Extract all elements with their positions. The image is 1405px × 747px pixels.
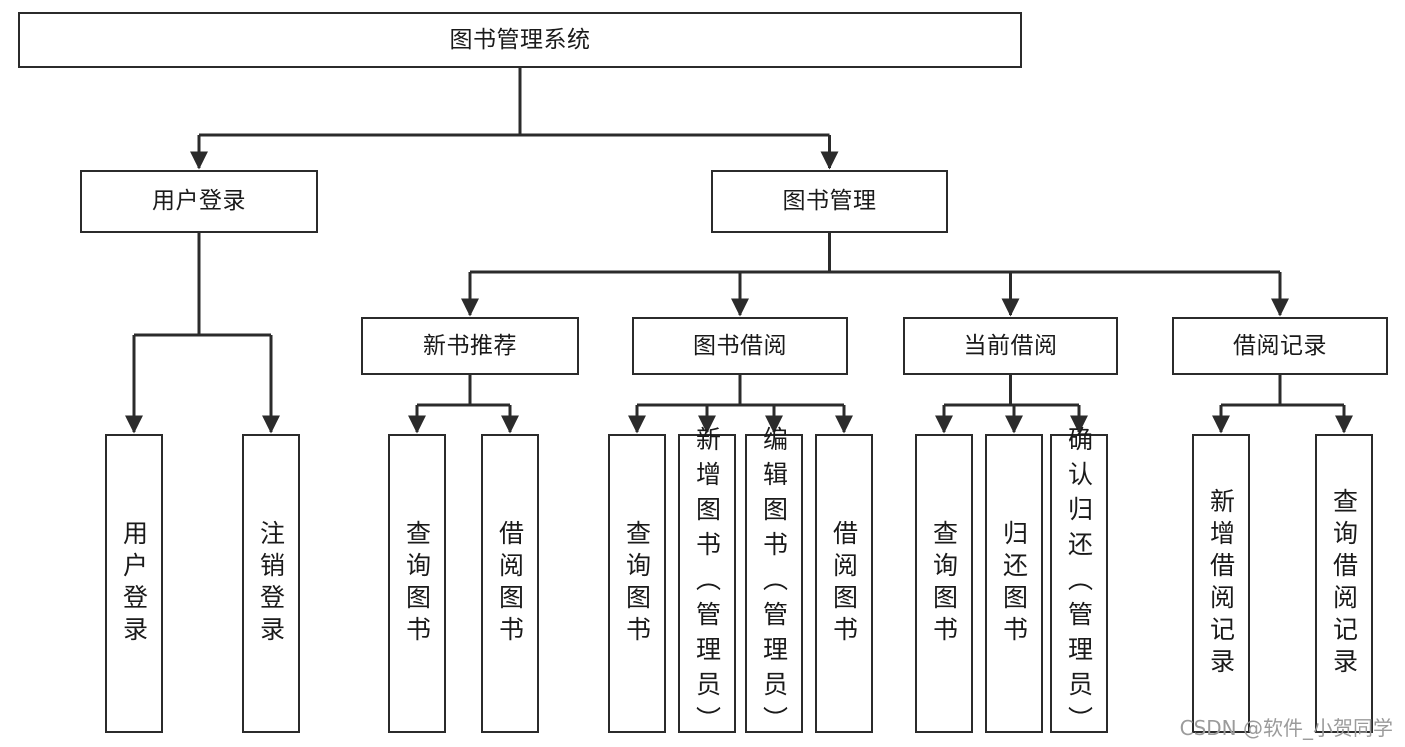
node-label: 确认归还（管理员） (1064, 426, 1094, 741)
node-leaf-user-login[interactable]: 用户登录 (105, 434, 163, 733)
node-label: 新书推荐 (423, 332, 517, 359)
node-user-login[interactable]: 用户登录 (80, 170, 318, 233)
node-label: 编辑图书（管理员） (759, 426, 789, 741)
node-root[interactable]: 图书管理系统 (18, 12, 1022, 68)
node-current-borrow[interactable]: 当前借阅 (903, 317, 1118, 375)
node-book-manage[interactable]: 图书管理 (711, 170, 948, 233)
node-label: 借阅图书 (829, 519, 859, 648)
node-label: 图书管理 (782, 188, 877, 214)
node-borrow-record[interactable]: 借阅记录 (1172, 317, 1388, 375)
node-label: 用户登录 (119, 519, 149, 648)
node-label: 用户登录 (152, 188, 246, 214)
node-leaf-return-book[interactable]: 归还图书 (985, 434, 1043, 733)
node-leaf-confirm-ret[interactable]: 确认归还（管理员） (1050, 426, 1108, 741)
node-label: 查询图书 (622, 519, 652, 648)
watermark-text: CSDN @软件_小贺同学 (1179, 716, 1393, 740)
node-leaf-user-logout[interactable]: 注销登录 (242, 434, 300, 733)
node-label: 图书借阅 (693, 332, 787, 359)
node-new-book-rec[interactable]: 新书推荐 (361, 317, 579, 375)
node-leaf-borrow-book-2[interactable]: 借阅图书 (815, 434, 873, 733)
node-label: 查询图书 (929, 519, 959, 648)
node-label: 查询图书 (402, 519, 432, 648)
node-label: 借阅记录 (1233, 332, 1327, 359)
node-label: 新增借阅记录 (1206, 487, 1236, 680)
node-label: 借阅图书 (495, 519, 525, 648)
node-label: 新增图书（管理员） (692, 426, 722, 741)
node-leaf-add-record[interactable]: 新增借阅记录 (1192, 434, 1250, 733)
node-label: 归还图书 (999, 519, 1029, 648)
node-leaf-query-book-1[interactable]: 查询图书 (388, 434, 446, 733)
node-label: 注销登录 (256, 519, 286, 648)
node-leaf-edit-book[interactable]: 编辑图书（管理员） (745, 426, 803, 741)
node-book-borrow[interactable]: 图书借阅 (632, 317, 848, 375)
node-leaf-query-book-3[interactable]: 查询图书 (915, 434, 973, 733)
node-leaf-query-book-2[interactable]: 查询图书 (608, 434, 666, 733)
node-leaf-query-record[interactable]: 查询借阅记录 (1315, 434, 1373, 733)
node-label: 查询借阅记录 (1329, 487, 1359, 680)
node-leaf-add-book[interactable]: 新增图书（管理员） (678, 426, 736, 741)
node-leaf-borrow-book-1[interactable]: 借阅图书 (481, 434, 539, 733)
node-label: 图书管理系统 (449, 26, 591, 53)
node-label: 当前借阅 (963, 332, 1058, 359)
